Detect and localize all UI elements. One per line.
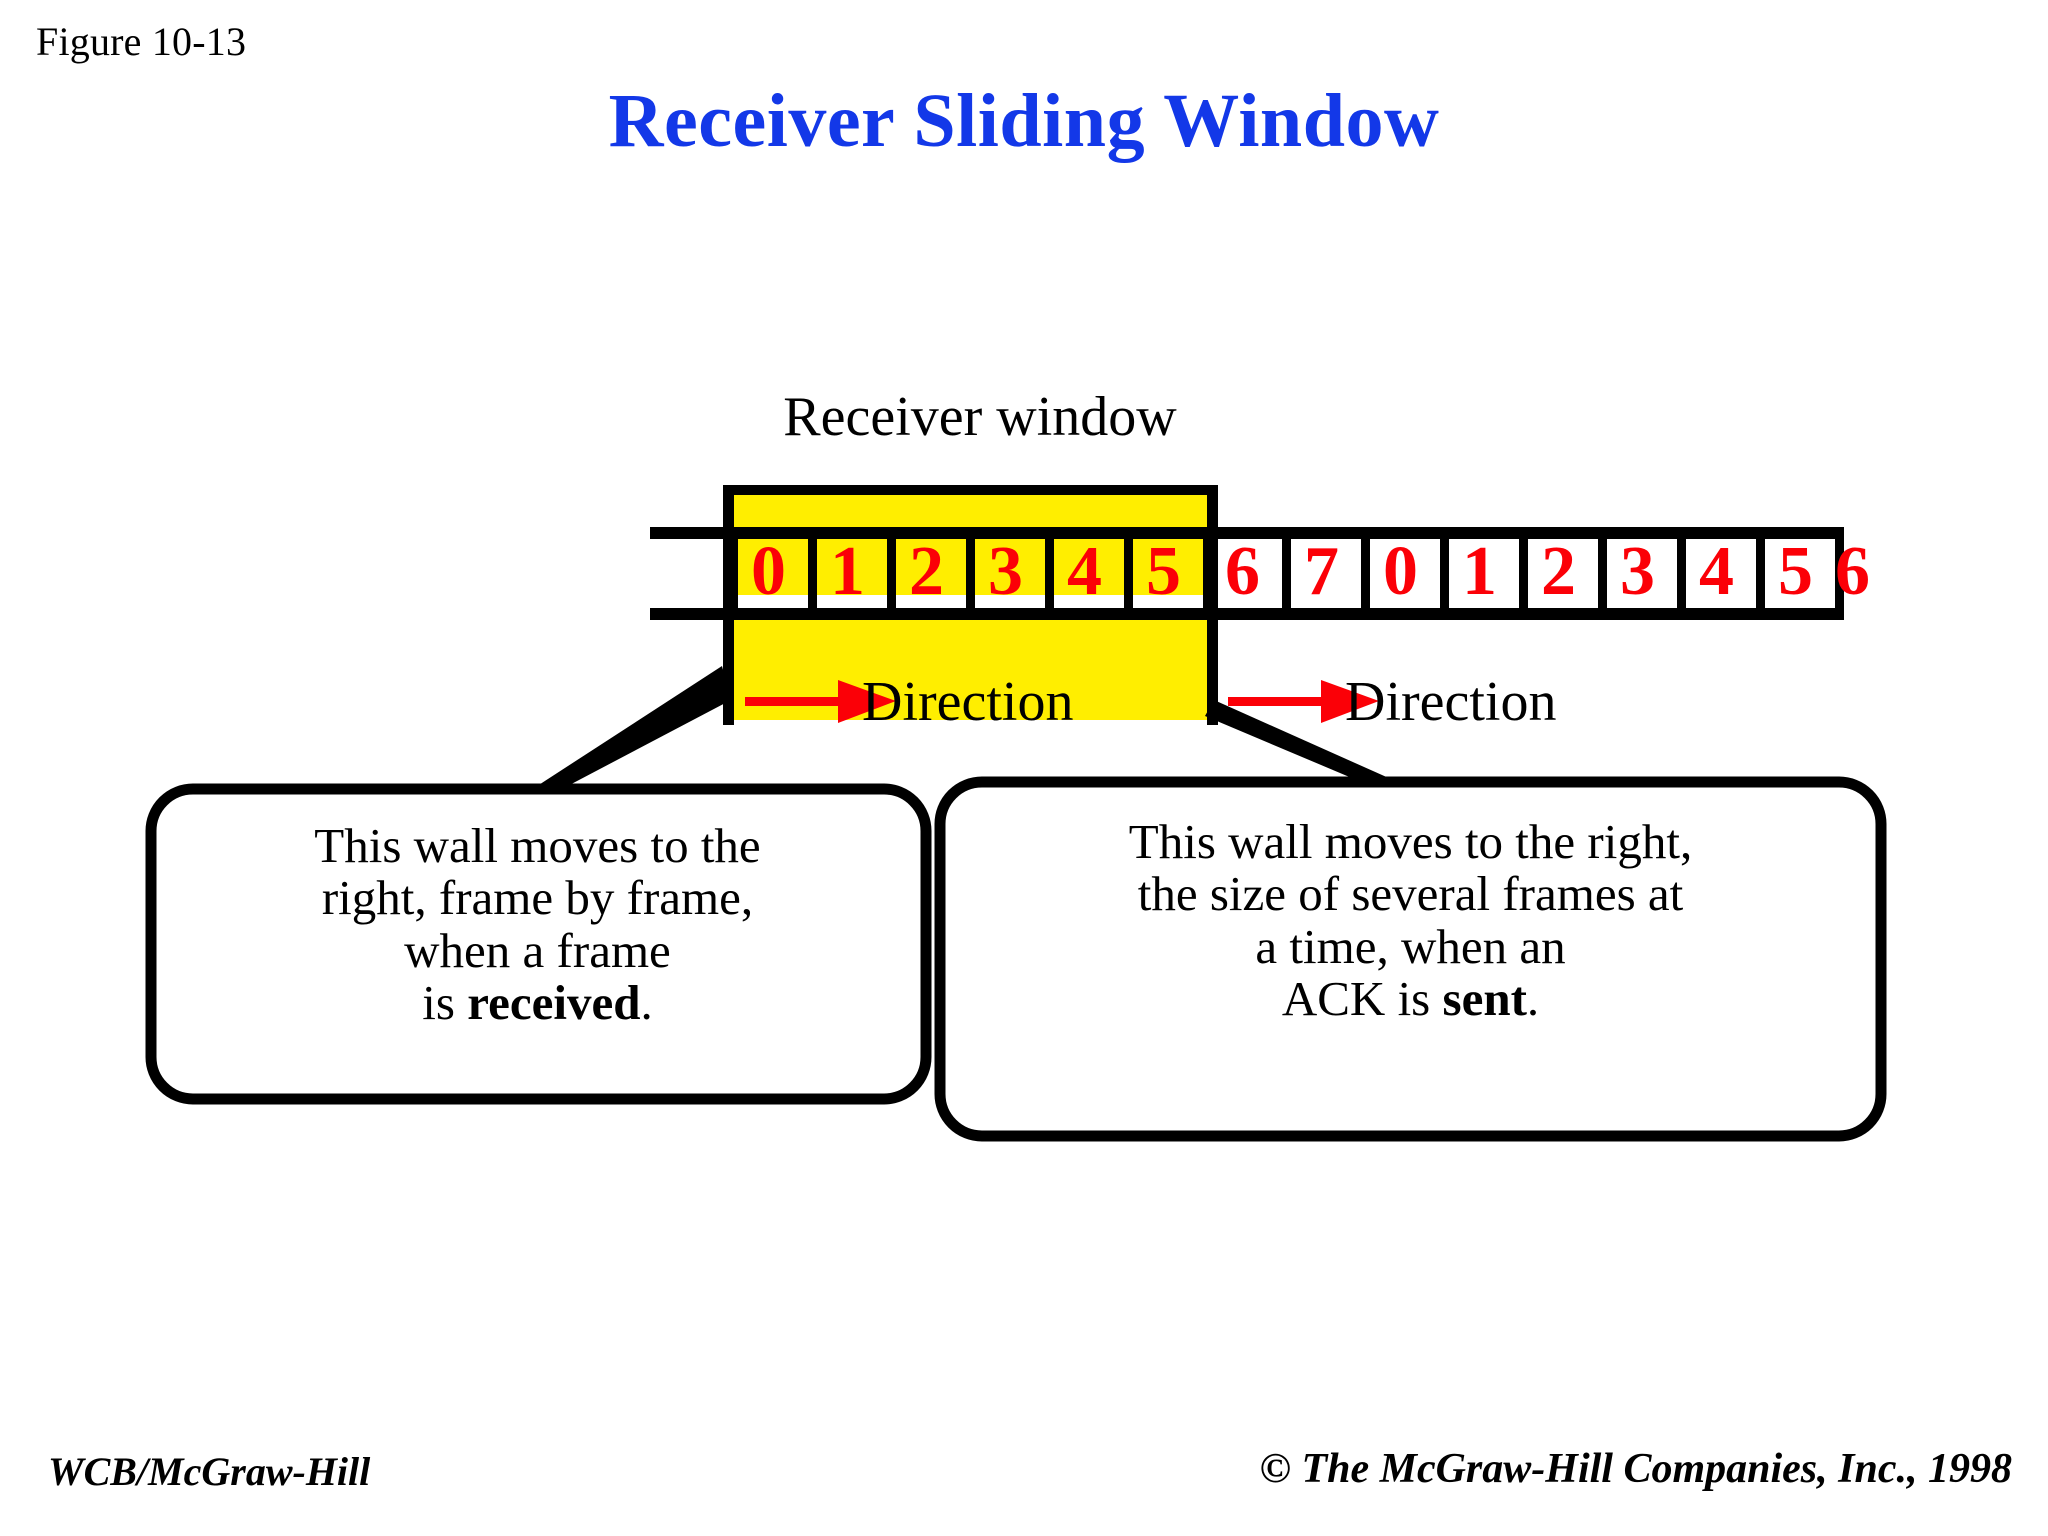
direction-label-right: Direction [1345,671,1557,733]
frame-number: 0 [751,533,786,610]
page-title: Receiver Sliding Window [608,79,1440,163]
frame-number: 4 [1067,533,1102,610]
frame-number: 5 [1146,533,1181,610]
direction-arrow-right [1228,680,1379,723]
right-callout-box[interactable] [934,776,1887,1142]
callout-line: This wall moves to the right, [1128,814,1693,869]
frame-number: 7 [1304,533,1339,610]
left-wall [723,485,734,725]
emphasis-word: sent [1442,971,1527,1027]
frame-number: 2 [909,533,944,610]
left-callout-text: This wall moves to the right, frame by f… [155,818,920,1031]
frame-number: 3 [988,533,1023,610]
figure-label: Figure 10-13 [36,19,247,64]
callout-line: a time, when an [1255,918,1566,974]
frame-number: 4 [1699,533,1734,610]
frame-number: 2 [1541,533,1576,610]
frame-number: 0 [1383,533,1418,610]
frame-number: 1 [830,533,865,610]
callout-line: right, frame by frame, [321,870,754,926]
callout-line: This wall moves to the [314,818,761,873]
footer-left: WCB/McGraw-Hill [48,1449,371,1494]
right-wall [1207,485,1218,725]
frame-cell-dividers [729,536,1844,611]
callout-line-emphasis: ACK is sent. [1281,971,1540,1027]
callout-line-emphasis: is received. [422,975,653,1031]
callout-line: when a frame [404,922,671,978]
leader-line-right [1205,700,1420,792]
lower-rail [650,608,1844,620]
receiver-window-caption: Receiver window [783,386,1177,448]
frame-number: 6 [1225,533,1260,610]
right-callout-text: This wall moves to the right, the size o… [944,814,1877,1027]
direction-label-left: Direction [862,671,1074,733]
callout-line: the size of several frames at [1137,866,1684,922]
window-top-edge [723,485,1218,495]
left-callout-box[interactable] [145,783,932,1105]
frame-number: 3 [1620,533,1655,610]
emphasis-word: received [467,975,641,1031]
direction-arrow-left [745,680,896,723]
leader-line-left [531,666,731,790]
upper-rail [650,527,1844,539]
frame-number: 5 [1778,533,1813,610]
footer-right: © The McGraw-Hill Companies, Inc., 1998 [1259,1446,2012,1492]
frame-number: 1 [1462,533,1497,610]
